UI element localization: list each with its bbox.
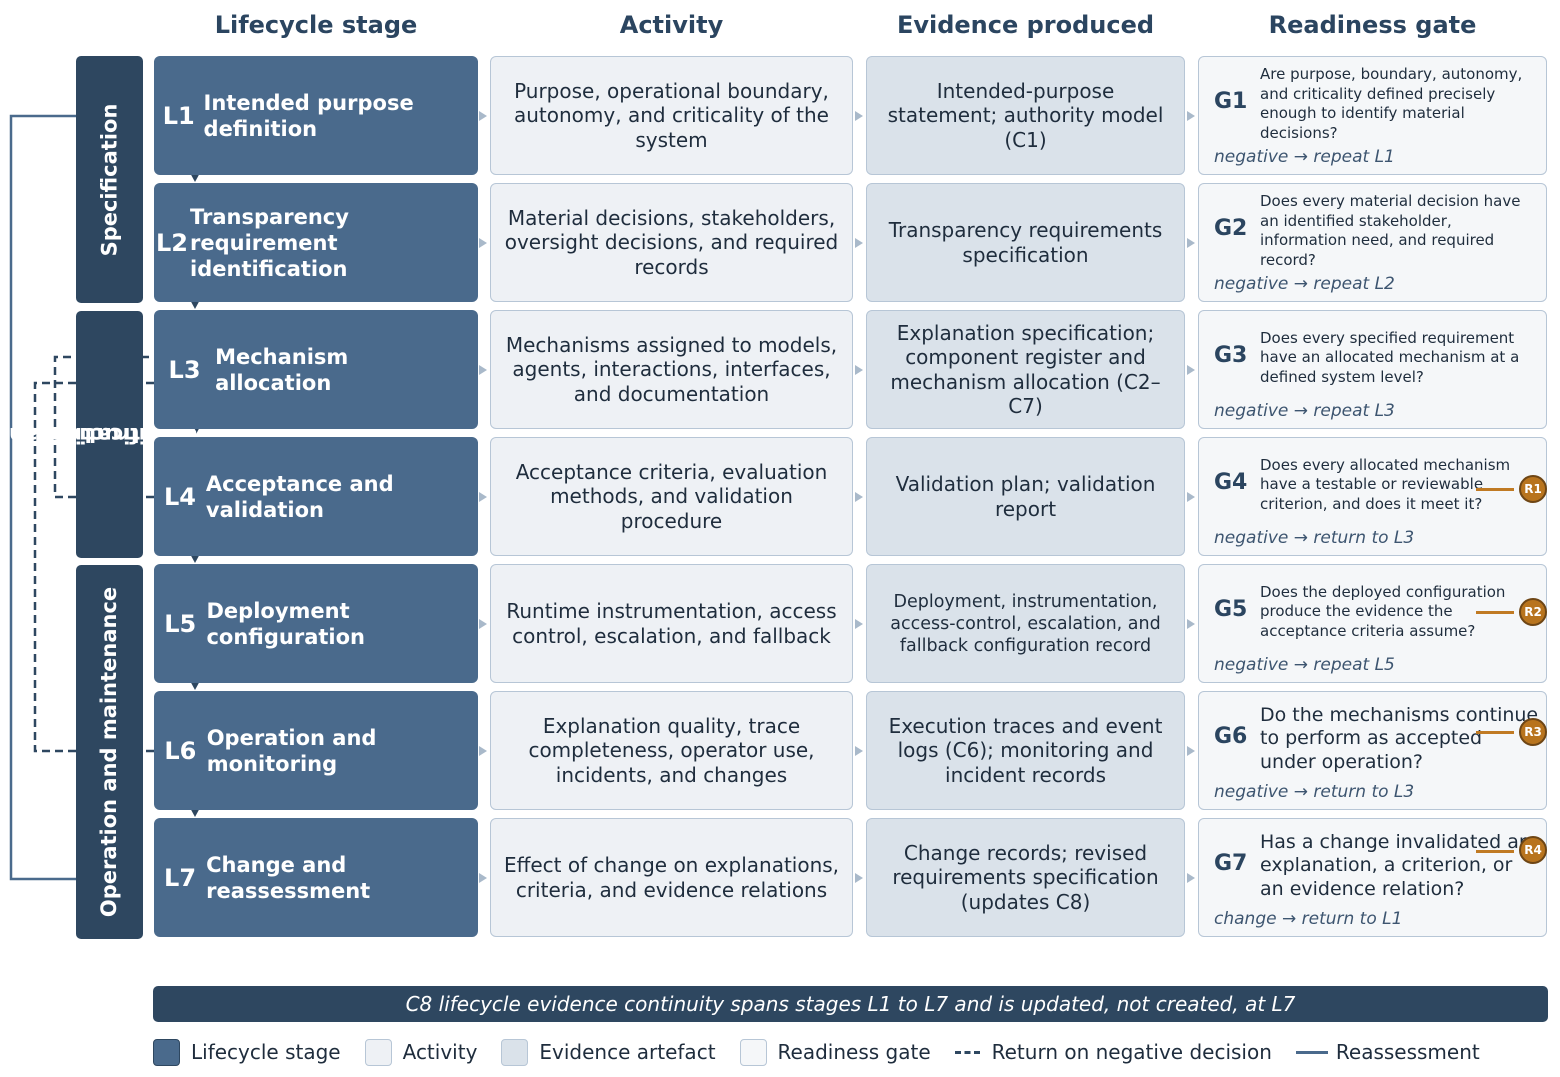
- legend-item-reassessment: Reassessment: [1295, 1040, 1480, 1064]
- reassessment-marker-line: [1476, 850, 1514, 853]
- gate-outcome: negative → repeat L5: [1214, 655, 1395, 675]
- reassessment-marker-line: [1476, 731, 1514, 734]
- phase-operation-maintenance: Operation and maintenance: [76, 565, 143, 939]
- gate-question: Does every allocated mechanism have a te…: [1260, 455, 1511, 513]
- reassessment-marker-line: [1476, 611, 1514, 614]
- stage-code: L3: [168, 355, 201, 384]
- gate-question: Does every specified requirement have an…: [1260, 328, 1520, 386]
- legend-swatch: [739, 1038, 767, 1066]
- stage-title: Acceptance and validation: [205, 471, 394, 522]
- gate-code: G2: [1214, 216, 1248, 241]
- evidence-l7: Change records; revised requirements spe…: [866, 818, 1185, 937]
- stage-l5: L5 Deployment configuration: [154, 564, 478, 683]
- stage-code: L5: [164, 609, 197, 638]
- activity-l5: Runtime instrumentation, access control,…: [490, 564, 853, 683]
- stage-title: Mechanism allocation: [215, 344, 349, 395]
- legend-swatch: [501, 1038, 529, 1066]
- gate-g2: G2 Does every material decision have an …: [1198, 183, 1547, 302]
- stage-title: Change and reassessment: [206, 852, 371, 903]
- gate-question: Has a change invalidated an explanation,…: [1260, 830, 1531, 900]
- reassessment-badge-r1: R1: [1519, 475, 1547, 503]
- legend-item-return: Return on negative decision: [954, 1040, 1272, 1064]
- gate-code: G6: [1214, 724, 1248, 749]
- header-lifecycle-stage: Lifecycle stage: [214, 11, 418, 39]
- legend-item-evidence-artefact: Evidence artefact: [501, 1038, 716, 1066]
- evidence-l5: Deployment, instrumentation, access-cont…: [866, 564, 1185, 683]
- activity-l7: Effect of change on explanations, criter…: [490, 818, 853, 937]
- gate-outcome: negative → repeat L1: [1214, 147, 1395, 167]
- gate-g4: G4 Does every allocated mechanism have a…: [1198, 437, 1547, 556]
- stage-code: L7: [164, 863, 197, 892]
- legend: Lifecycle stage Activity Evidence artefa…: [153, 1035, 1504, 1069]
- gate-code: G4: [1214, 470, 1248, 495]
- reassessment-badge-r3: R3: [1519, 718, 1547, 746]
- gate-code: G7: [1214, 851, 1248, 876]
- continuity-banner: C8 lifecycle evidence continuity spans s…: [153, 986, 1548, 1022]
- evidence-l2: Transparency requirements specification: [866, 183, 1185, 302]
- header-activity: Activity: [619, 11, 724, 39]
- stage-l2: L2 Transparency requirement identificati…: [154, 183, 478, 302]
- stage-code: L2: [156, 228, 188, 257]
- gate-code: G5: [1214, 597, 1248, 622]
- activity-l6: Explanation quality, trace completeness,…: [490, 691, 853, 810]
- stage-title: Transparency requirement identification: [190, 204, 349, 281]
- activity-l3: Mechanisms assigned to models, agents, i…: [490, 310, 853, 429]
- activity-l1: Purpose, operational boundary, autonomy,…: [490, 56, 853, 175]
- evidence-l1: Intended-purpose statement; authority mo…: [866, 56, 1185, 175]
- column-flow-arrows: [479, 111, 1195, 883]
- legend-item-readiness-gate: Readiness gate: [739, 1038, 931, 1066]
- gate-question: Does the deployed configuration produce …: [1260, 582, 1506, 640]
- header-evidence-produced: Evidence produced: [896, 11, 1155, 39]
- gate-code: G1: [1214, 89, 1248, 114]
- stage-title: Deployment configuration: [206, 598, 365, 649]
- stage-code: L1: [162, 101, 195, 130]
- reassessment-badge-r4: R4: [1519, 836, 1547, 864]
- gate-outcome: negative → repeat L2: [1214, 274, 1395, 294]
- activity-l4: Acceptance criteria, evaluation methods,…: [490, 437, 853, 556]
- legend-swatch: [364, 1038, 392, 1066]
- gate-outcome: negative → return to L3: [1214, 782, 1415, 802]
- stage-l6: L6 Operation and monitoring: [154, 691, 478, 810]
- gate-g7: G7 Has a change invalidated an explanati…: [1198, 818, 1547, 937]
- gate-g5: G5 Does the deployed configuration produ…: [1198, 564, 1547, 683]
- evidence-l6: Execution traces and event logs (C6); mo…: [866, 691, 1185, 810]
- legend-item-activity: Activity: [364, 1038, 477, 1066]
- stage-l1: L1 Intended purpose definition: [154, 56, 478, 175]
- gate-code: G3: [1214, 343, 1248, 368]
- activity-l2: Material decisions, stakeholders, oversi…: [490, 183, 853, 302]
- legend-dashed-line: [954, 1050, 980, 1054]
- stage-l7: L7 Change and reassessment: [154, 818, 478, 937]
- legend-item-lifecycle-stage: Lifecycle stage: [153, 1038, 341, 1066]
- gate-question: Do the mechanisms continue to perform as…: [1260, 703, 1539, 773]
- stage-title: Intended purpose definition: [203, 90, 414, 141]
- gate-question: Are purpose, boundary, autonomy, and cri…: [1260, 65, 1523, 142]
- gate-g6: G6 Do the mechanisms continue to perform…: [1198, 691, 1547, 810]
- gate-question: Does every material decision have an ide…: [1260, 192, 1521, 269]
- stage-code: L6: [164, 736, 197, 765]
- phase-specification: Specification: [76, 56, 143, 303]
- evidence-l4: Validation plan; validation report: [866, 437, 1185, 556]
- gate-g1: G1 Are purpose, boundary, autonomy, and …: [1198, 56, 1547, 175]
- reassessment-marker-line: [1476, 488, 1514, 491]
- stage-l4: L4 Acceptance and validation: [154, 437, 478, 556]
- stage-l3: L3 Mechanism allocation: [154, 310, 478, 429]
- reassessment-line: [9, 114, 76, 881]
- gate-outcome: negative → return to L3: [1214, 528, 1415, 548]
- stage-title: Operation and monitoring: [206, 725, 377, 776]
- legend-swatch: [153, 1038, 180, 1066]
- gate-outcome: negative → repeat L3: [1214, 401, 1395, 421]
- gate-g3: G3 Does every specified requirement have…: [1198, 310, 1547, 429]
- evidence-l3: Explanation specification; component reg…: [866, 310, 1185, 429]
- reassessment-badge-r2: R2: [1519, 598, 1547, 626]
- legend-solid-line: [1295, 1050, 1328, 1054]
- header-readiness-gate: Readiness gate: [1268, 11, 1477, 39]
- stage-code: L4: [163, 482, 196, 511]
- gate-outcome: change → return to L1: [1214, 909, 1403, 929]
